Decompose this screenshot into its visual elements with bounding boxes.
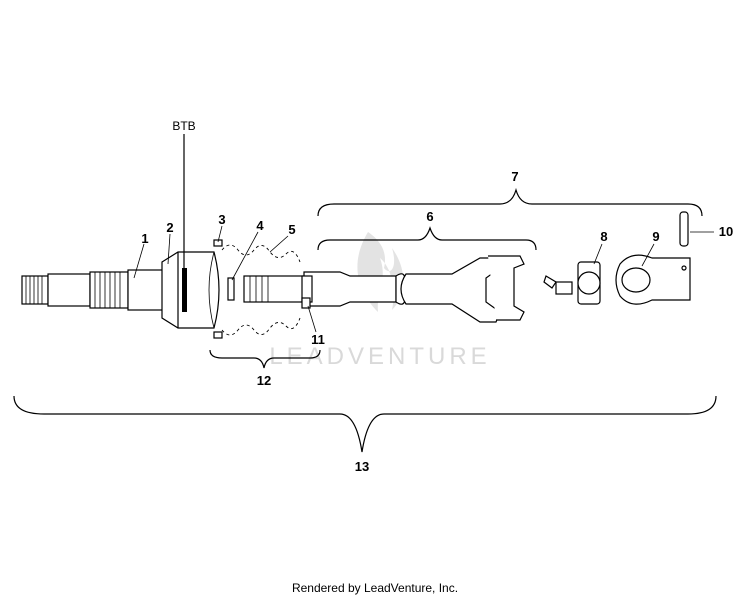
callout-12: 12 [257,373,271,388]
callout-4: 4 [256,218,264,233]
callout-6: 6 [426,209,433,224]
callout-1: 1 [141,231,148,246]
footer-credit: Rendered by LeadVenture, Inc. [292,581,458,595]
bracket-6 [317,226,537,251]
btb-tag: BTB [172,119,195,133]
boot [221,244,301,336]
drive-shaft-tube [243,255,525,323]
callouts: 1 2 3 4 5 6 7 8 9 10 11 12 13 [141,169,733,474]
callout-3: 3 [218,212,225,227]
bracket-13 [13,395,717,453]
stub-shaft [21,269,165,311]
callout-11: 11 [311,332,325,347]
callout-7: 7 [511,169,518,184]
yoke [615,254,691,305]
callout-13: 13 [355,459,369,474]
bracket-7 [317,187,703,217]
cv-joint-housing [161,251,220,329]
boot-clamp [213,239,223,339]
callout-8: 8 [600,229,607,244]
bracket-12 [209,349,321,369]
callout-2: 2 [166,220,173,235]
roll-pin [301,297,311,309]
callout-9: 9 [652,229,659,244]
callout-10: 10 [719,224,733,239]
universal-joint-cross [543,261,601,305]
callout-5: 5 [288,222,295,237]
snap-ring [227,277,235,301]
pin [679,211,689,247]
watermark-text: LEADVENTURE [269,343,490,370]
leader-lines [133,225,714,333]
